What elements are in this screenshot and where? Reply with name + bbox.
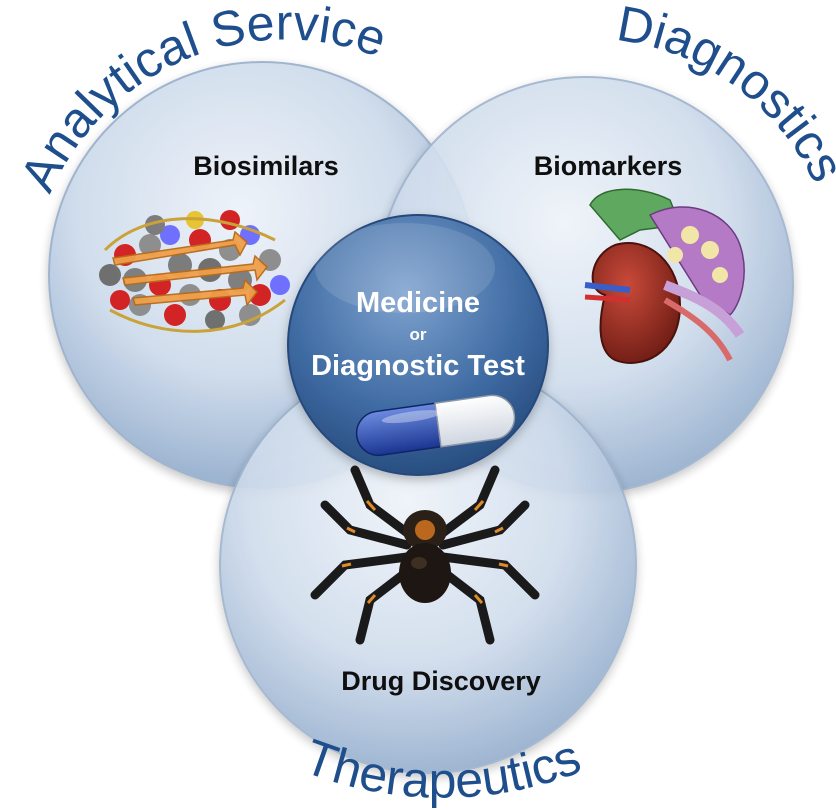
center-line-medicine: Medicine: [356, 287, 480, 319]
drug-discovery-label: Drug Discovery: [341, 666, 541, 696]
biosimilars-label: Biosimilars: [193, 151, 339, 181]
biomarkers-label: Biomarkers: [534, 151, 683, 181]
center-line-or: or: [410, 325, 427, 344]
center-circle: [287, 214, 549, 476]
tarantula-icon: [310, 465, 540, 645]
protein-molecule-icon: [99, 210, 290, 333]
center-line-diagnostic-test: Diagnostic Test: [311, 350, 525, 382]
kidney-organ-icon: [584, 188, 745, 364]
capsule-pill-icon: [355, 394, 516, 457]
